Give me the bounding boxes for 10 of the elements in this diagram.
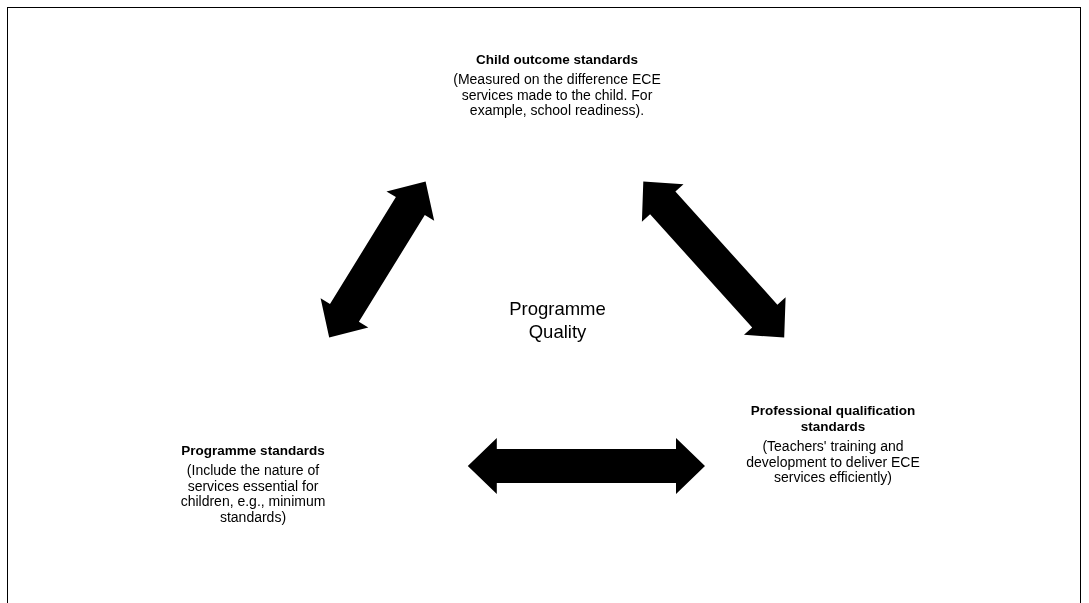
double-block-arrow	[641, 181, 786, 338]
double-block-arrow	[467, 438, 705, 494]
node-description: (Include the nature of services essential for children, e.g., minimum standards)	[179, 463, 327, 525]
center-label: Programme Quality	[508, 297, 607, 343]
node-description: (Measured on the difference ECE services made to the child. For example, school readiness).	[452, 72, 662, 119]
node-heading: Professional qualification standards	[749, 403, 917, 435]
node-heading: Child outcome standards	[475, 52, 639, 68]
node-heading: Programme standards	[180, 443, 326, 459]
node-description: (Teachers' training and development to deliver ECE services efficiently)	[745, 439, 921, 486]
double-block-arrow	[320, 181, 435, 338]
